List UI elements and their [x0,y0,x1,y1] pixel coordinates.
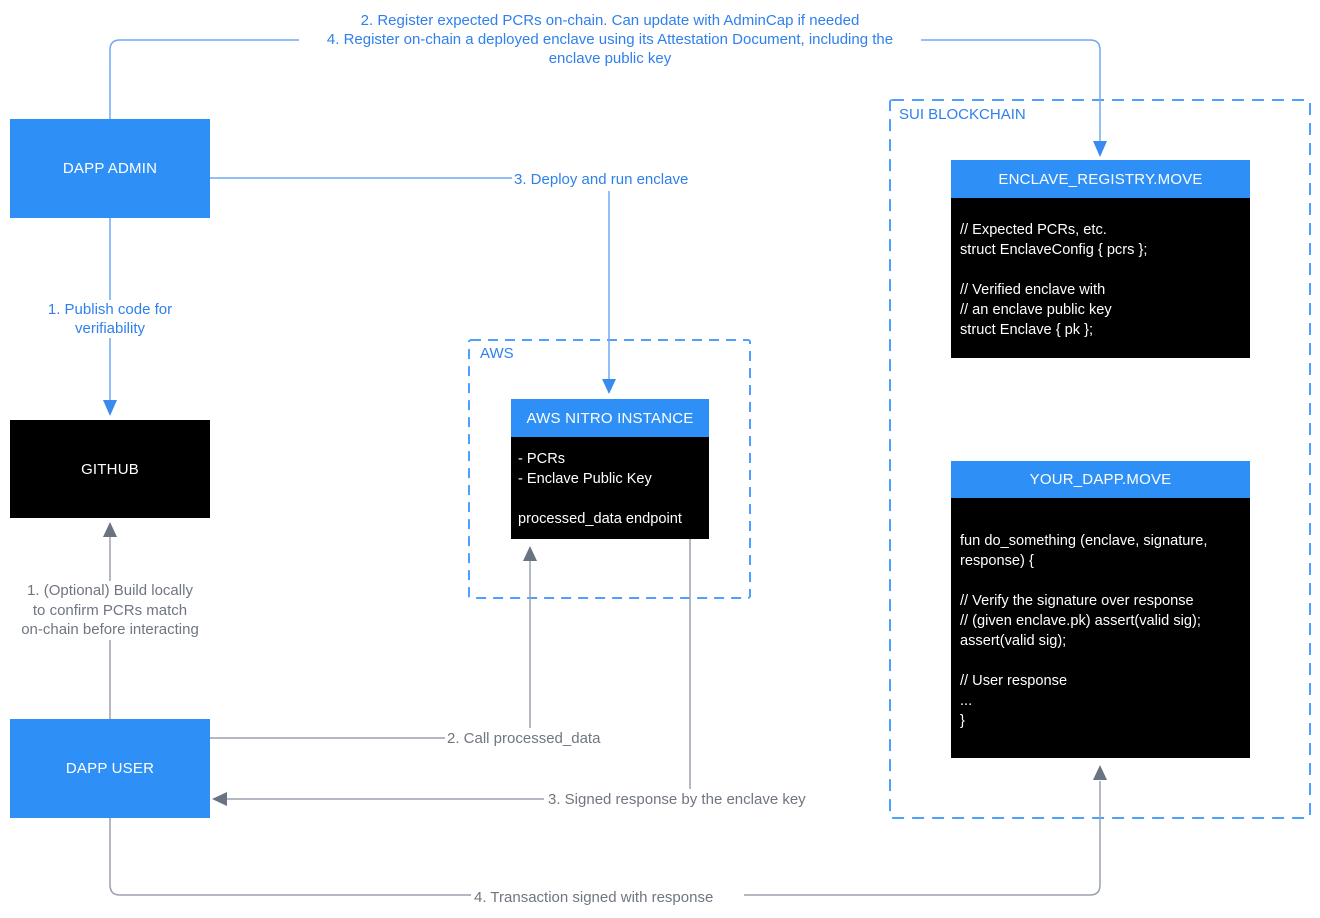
aws-nitro-instance-title: AWS NITRO INSTANCE [511,399,709,437]
edge-label-deploy-enclave: 3. Deploy and run enclave [512,170,691,189]
connector-txn-to-your-dapp [744,781,1101,896]
node-dapp-user: DAPP USER [10,719,210,818]
your-dapp-code: fun do_something (enclave, signature, re… [951,498,1250,758]
arrowhead-into-your-dapp [1093,765,1107,780]
node-dapp-admin: DAPP ADMIN [10,119,210,218]
connector-admin-to-registry-left [109,39,299,119]
register-pcrs-line-1: 2. Register expected PCRs on-chain. Can … [360,12,860,29]
edge-label-transaction-signed: 4. Transaction signed with response [472,888,716,907]
connector-admin-to-registry-right [921,39,1101,142]
aws-nitro-instance-body: - PCRs - Enclave Public Key processed_da… [511,437,709,539]
dapp-user-label: DAPP USER [65,760,155,777]
edge-label-register-pcrs: 2. Register expected PCRs on-chain. Can … [288,11,932,68]
connector-user-to-txn-label [109,818,471,896]
node-aws-nitro-instance: AWS NITRO INSTANCE - PCRs - Enclave Publ… [511,399,709,539]
edge-label-signed-response: 3. Signed response by the enclave key [546,790,808,809]
node-enclave-registry-move: ENCLAVE_REGISTRY.MOVE // Expected PCRs, … [951,160,1250,358]
dapp-admin-label: DAPP ADMIN [62,160,158,177]
arrowhead-into-dapp-user [212,792,227,806]
edge-label-call-processed-data: 2. Call processed_data [445,729,603,748]
register-pcrs-line-3: enclave public key [548,50,672,67]
edge-label-publish-code: 1. Publish code for verifiability [30,300,190,338]
arrowhead-into-enclave-registry [1093,141,1107,157]
enclave-registry-code: // Expected PCRs, etc. struct EnclaveCon… [951,198,1250,358]
github-label: GITHUB [81,460,139,478]
sui-blockchain-group-label: SUI BLOCKCHAIN [896,106,1029,123]
arrowhead-into-aws-nitro [602,379,616,394]
your-dapp-title: YOUR_DAPP.MOVE [951,461,1250,498]
aws-group-label: AWS [477,345,517,362]
node-your-dapp-move: YOUR_DAPP.MOVE fun do_something (enclave… [951,461,1250,758]
node-github: GITHUB [10,420,210,518]
enclave-registry-title: ENCLAVE_REGISTRY.MOVE [951,160,1250,198]
arrowhead-into-github [103,400,117,416]
register-pcrs-line-2: 4. Register on-chain a deployed enclave … [326,31,894,48]
edge-label-optional-build: 1. (Optional) Build locally to confirm P… [21,581,199,640]
arrowhead-into-github-bottom [103,522,117,537]
arrowhead-into-nitro-bottom [523,546,537,561]
